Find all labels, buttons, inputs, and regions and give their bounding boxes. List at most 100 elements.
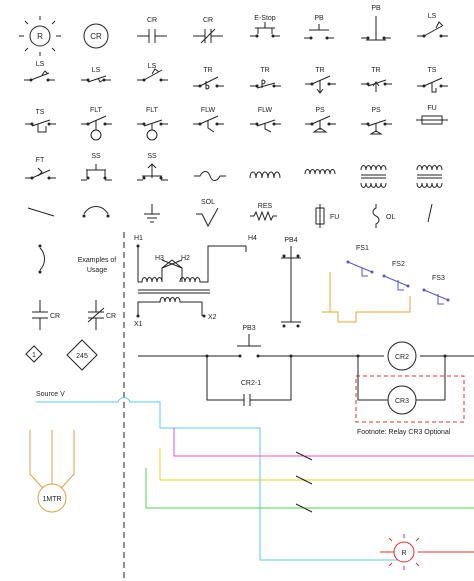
label-fs3: FS3	[432, 275, 445, 282]
symbol-transformer-2	[416, 165, 443, 188]
symbol-switch-slant	[427, 203, 433, 223]
pb4-example: PB4	[281, 237, 301, 328]
symbol-cr-cap-1-label: CR	[50, 313, 60, 320]
label-x2: X2	[208, 314, 217, 321]
symbol-fu-2-label: FU	[330, 214, 339, 221]
symbol-ss-2-label: SS	[147, 153, 157, 160]
orange-wire	[322, 272, 411, 323]
symbol-cr-no-label: CR	[147, 17, 157, 24]
symbol-tr-2: TR	[250, 67, 281, 89]
label-x1-dot: X1	[134, 321, 143, 328]
symbol-ls-3: LS	[81, 67, 111, 83]
symbol-ls-1-label: LS	[428, 13, 437, 20]
symbol-bracket-contact	[38, 244, 45, 274]
symbol-ps-1-label: PS	[315, 107, 325, 114]
footnote-text: Footnote: Relay CR3 Optional	[357, 429, 451, 436]
symbol-switch-arc	[82, 206, 110, 218]
symbol-fu-2: FU	[315, 204, 339, 228]
label-cr3-coil: CR3	[395, 398, 409, 405]
transformer-example: H1 H4 H3 H2 X2 X1	[134, 235, 257, 328]
symbol-estop: E-Stop	[250, 15, 280, 38]
symbol-tr-1-label: TR	[203, 67, 212, 74]
symbol-ls-4: LS	[137, 63, 168, 82]
label-pb4: PB4	[284, 237, 297, 244]
symbol-ls-3-label: LS	[92, 67, 101, 74]
symbol-switch-open	[27, 207, 55, 217]
symbol-ol-label: OL	[386, 214, 395, 221]
symbol-res: RES	[250, 203, 277, 222]
symbol-sol: SOL	[196, 199, 219, 228]
pb3-example: PB3 CR2-1	[138, 325, 474, 406]
symbol-flw-1-label: FLW	[201, 107, 216, 114]
symbol-ls-2-label: LS	[36, 61, 45, 68]
symbol-ground	[144, 204, 160, 223]
symbol-ol: OL	[372, 204, 395, 228]
symbol-tr-4: TR	[361, 67, 392, 92]
symbol-flt-2-label: FLT	[146, 107, 159, 114]
label-fs2: FS2	[392, 261, 405, 268]
motor-1mtr: 1MTR	[29, 430, 75, 513]
symbol-ts-1-label: TS	[428, 67, 437, 74]
cyan-wire	[36, 397, 400, 561]
symbol-ts-2: TS	[25, 109, 56, 133]
symbol-ft-label: FT	[36, 157, 45, 164]
symbol-diamond-1-label: 1	[32, 352, 36, 359]
magenta-wire	[173, 428, 474, 457]
symbol-tr-4-label: TR	[371, 67, 380, 74]
symbol-cr-relay-coil: CR	[83, 23, 109, 49]
symbol-fu-fuse: FU	[416, 105, 448, 125]
symbol-cr-no-contact: CR	[137, 17, 167, 43]
label-pb3: PB3	[242, 325, 255, 332]
label-cr2-coil: CR2	[395, 354, 409, 361]
symbol-pb-no: PB	[304, 15, 334, 40]
float-switches: FS1 FS2 FS3	[346, 245, 450, 305]
symbol-res-label: RES	[258, 203, 273, 210]
symbol-flw-2-label: FLW	[258, 107, 273, 114]
label-h3: H3	[155, 255, 164, 262]
symbol-sol-label: SOL	[201, 199, 215, 206]
symbol-flw-2: FLW	[250, 107, 281, 133]
symbol-cr-nc-contact: CR	[193, 17, 223, 44]
symbol-cr-coil-label: CR	[90, 32, 102, 41]
symbol-ss-1: SS	[81, 153, 112, 181]
symbol-ps-1: PS	[305, 107, 336, 133]
symbol-flt-2: FLT	[137, 107, 168, 141]
symbol-ls-4-label: LS	[148, 63, 157, 70]
red-indicator-lamp: R	[380, 534, 474, 570]
thermal-contacts	[295, 451, 313, 513]
symbol-tr-3-label: TR	[315, 67, 324, 74]
symbol-cr-cap-1: CR	[32, 300, 60, 330]
symbol-transformer	[360, 165, 387, 188]
symbol-fu-fuse-label: FU	[427, 105, 436, 112]
symbol-flw-1: FLW	[193, 107, 224, 133]
symbol-diamond-1: 1	[25, 345, 43, 363]
symbol-ss-1-label: SS	[91, 153, 101, 160]
symbol-ss-2: SS	[137, 153, 168, 181]
symbol-tr-3: TR	[305, 67, 336, 94]
symbol-ls-1: LS	[417, 13, 448, 38]
symbol-ls-2: LS	[24, 61, 55, 82]
symbol-cr-cap-2-label: CR	[106, 313, 116, 320]
symbol-ts-2-label: TS	[36, 109, 45, 116]
yellow-wire	[159, 448, 474, 481]
symbol-thermal	[194, 171, 226, 181]
symbol-pb-no-label: PB	[314, 15, 324, 22]
symbol-ps-2-label: PS	[371, 107, 381, 114]
label-h4: H4	[248, 235, 257, 242]
cr2-coil: CR2	[387, 341, 417, 371]
symbol-ft: FT	[25, 157, 56, 180]
label-1mtr: 1MTR	[42, 496, 61, 503]
cr3-coil: CR3	[357, 356, 446, 415]
symbol-tr-1: TR	[193, 67, 224, 90]
symbol-diamond-245: 245	[66, 339, 98, 371]
symbol-cr-nc-label: CR	[203, 17, 213, 24]
label-source-v: Source V	[36, 391, 65, 398]
label-h2: H2	[181, 255, 190, 262]
symbol-ts-1: TS	[417, 67, 448, 93]
label-r-lamp: R	[401, 550, 406, 557]
symbol-pb-nc-label: PB	[371, 5, 381, 12]
symbol-flt-1-label: FLT	[90, 107, 103, 114]
label-fs1: FS1	[356, 245, 369, 252]
